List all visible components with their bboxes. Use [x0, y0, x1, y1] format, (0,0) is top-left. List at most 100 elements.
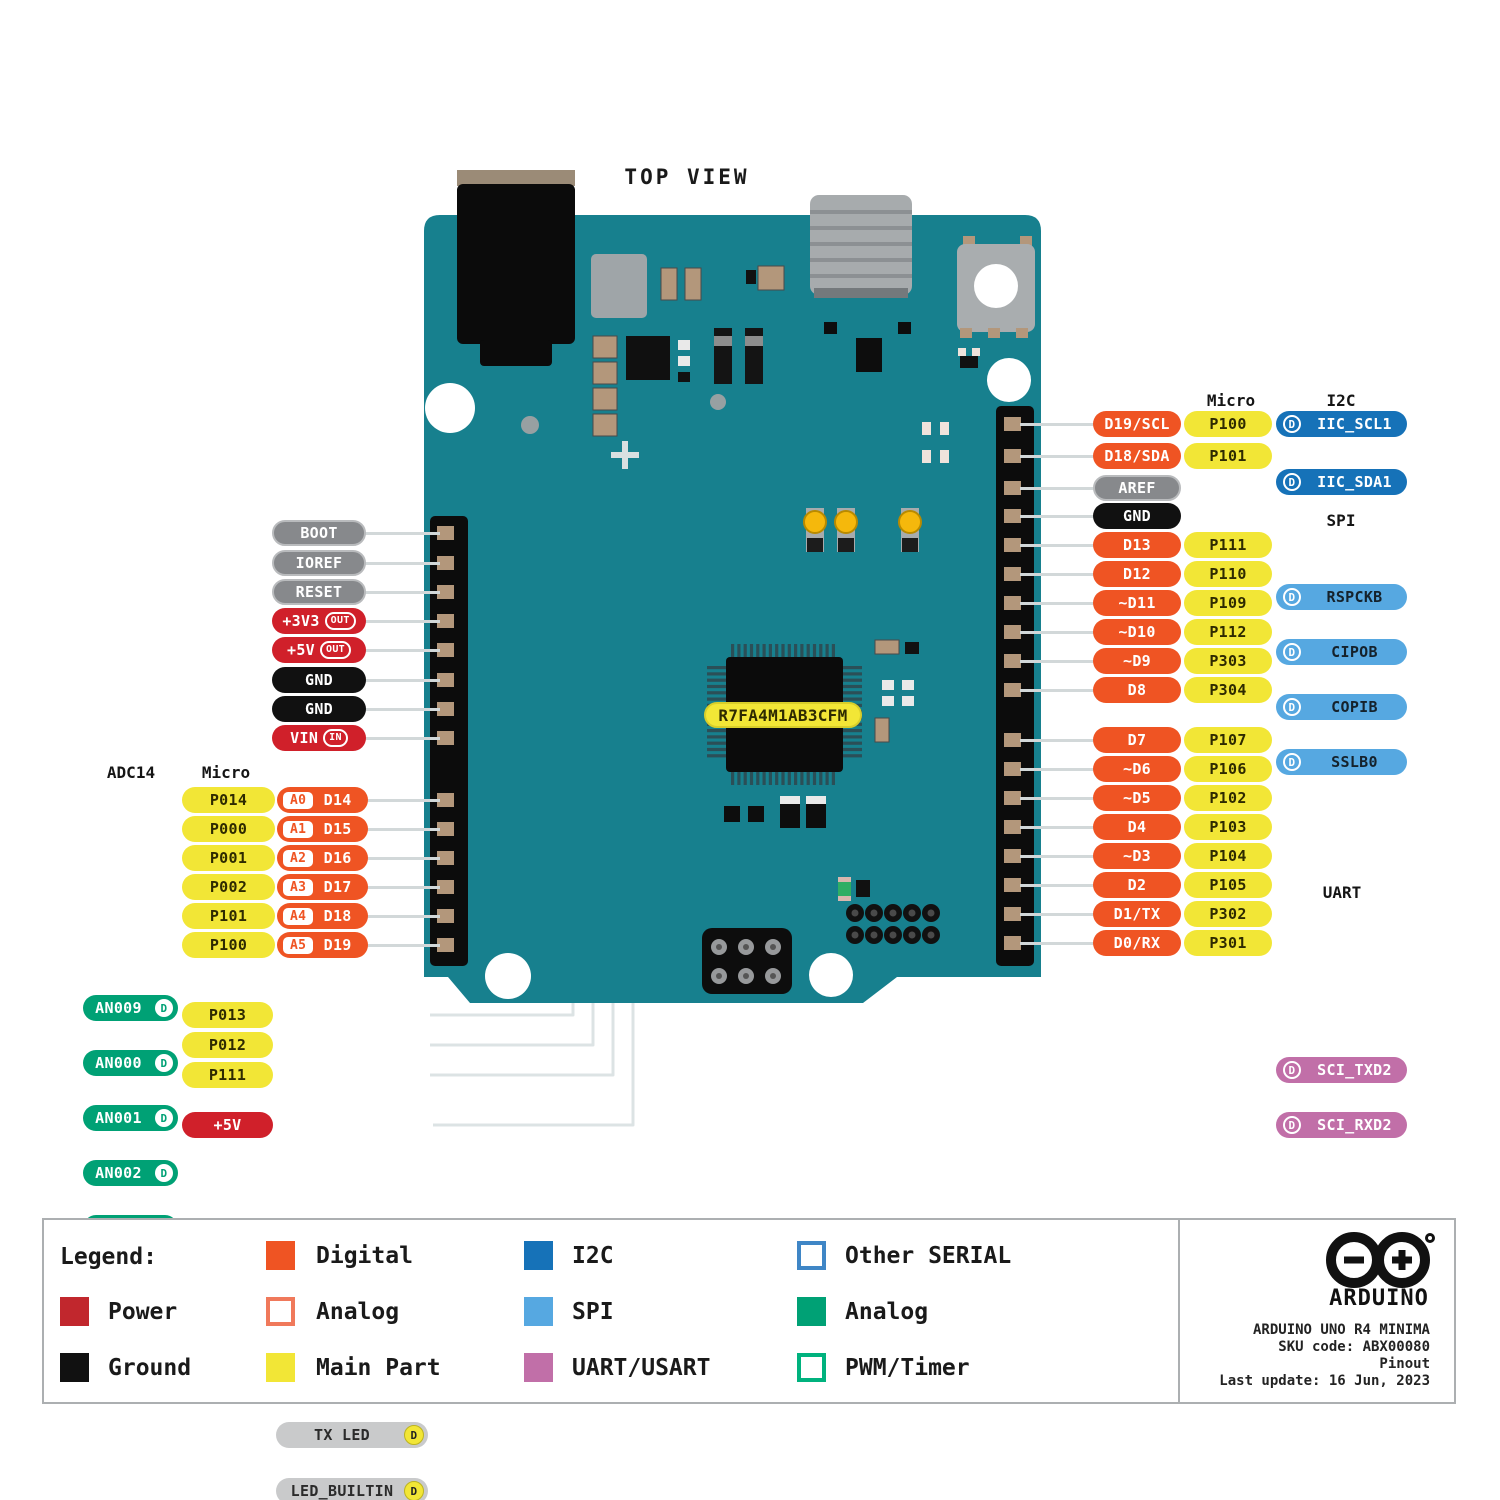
micro-pin-label: P107 [1184, 727, 1272, 753]
legend-swatch [60, 1353, 89, 1382]
silkscreen-marks [611, 441, 639, 469]
digital-pin-text: D15 [323, 820, 352, 838]
micro-pin-text: P304 [1209, 681, 1247, 699]
micro-pin-label: P013 [182, 1002, 273, 1028]
mounting-holes [425, 358, 1031, 999]
analog-digital-label: A1 D15 [277, 816, 368, 842]
legend-swatch [60, 1297, 89, 1326]
micro-pin-label: P303 [1184, 648, 1272, 674]
pin-label: BOOT [272, 520, 366, 546]
pin-label: D13 [1093, 532, 1181, 558]
micro-pin-label: P110 [1184, 561, 1272, 587]
analog-channel-text: AN001 [95, 1109, 142, 1127]
micro-pin-text: P107 [1209, 731, 1247, 749]
icsp-header [702, 928, 792, 994]
callout-line [1020, 825, 1096, 829]
micro-pin-label: P111 [182, 1062, 273, 1088]
micro-pin-text: P111 [1209, 536, 1247, 554]
micro-left-column-header: Micro [201, 763, 251, 782]
micro-pin-text: P102 [1209, 789, 1247, 807]
callout-line [1020, 601, 1096, 605]
callout-line [1020, 514, 1096, 518]
callout-line [1020, 854, 1096, 858]
callout-line [1020, 486, 1096, 490]
analog-pin-text: A5 [283, 936, 314, 954]
analog-pin-text: A1 [283, 820, 314, 838]
micro-pin-text: P013 [208, 1006, 247, 1024]
d-badge-icon: D [155, 1054, 173, 1072]
d-badge-icon: D [1283, 753, 1301, 771]
micro-pin-text: P109 [1209, 594, 1247, 612]
analog-pin-text: A0 [283, 791, 314, 809]
pin-label-text: D12 [1123, 565, 1151, 583]
pin-label: D12 [1093, 561, 1181, 587]
direction-badge: OUT [320, 641, 351, 659]
d-badge-icon: D [1283, 643, 1301, 661]
bus-signal-text: IIC_SDA1 [1317, 473, 1392, 491]
bus-signal-text: COPIB [1331, 698, 1378, 716]
debug-header [846, 904, 940, 944]
micro-pin-label: P000 [182, 816, 275, 842]
analog-pin-text: A4 [283, 907, 314, 925]
callout-line [366, 914, 440, 918]
pin-label-text: D8 [1127, 681, 1147, 699]
pin-label: D18/SDA [1093, 443, 1181, 469]
callout-line [364, 561, 440, 565]
pin-label-text: ~D10 [1118, 623, 1156, 641]
board-leds [803, 508, 922, 901]
micro-pin-label: P106 [1184, 756, 1272, 782]
pin-label: ~D9 [1093, 648, 1181, 674]
legend-label: Digital [316, 1242, 413, 1269]
legend-swatch [797, 1241, 826, 1270]
legend-swatch [797, 1297, 826, 1326]
micro-pin-label: P104 [1184, 843, 1272, 869]
pin-label: ~D5 [1093, 785, 1181, 811]
d-badge-icon: D [155, 1109, 173, 1127]
micro-pin-text: P104 [1209, 847, 1247, 865]
left-header [430, 516, 468, 966]
led-badge-icon: D [404, 1481, 424, 1500]
direction-badge: OUT [324, 612, 356, 630]
pin-label-text: D7 [1127, 731, 1147, 749]
pin-label-text: D4 [1127, 818, 1147, 836]
pin-label: D1/TX [1093, 901, 1181, 927]
d-badge-icon: D [155, 1164, 173, 1182]
callout-line [364, 531, 440, 535]
pin-label: D19/SCL [1093, 411, 1181, 437]
legend-swatch [266, 1353, 295, 1382]
callout-line [1020, 883, 1096, 887]
micro-pin-text: P301 [1209, 934, 1247, 952]
micro-pin-text: P001 [209, 849, 248, 867]
led-name-text: LED_BUILTIN [290, 1482, 394, 1500]
pin-label-text: BOOT [300, 524, 338, 542]
legend-label: Analog [845, 1298, 929, 1325]
reset-button [957, 236, 1035, 338]
arduino-wordmark: ARDUINO [1329, 1286, 1429, 1311]
pin-label: D4 [1093, 814, 1181, 840]
micro-pin-text: P103 [1209, 818, 1247, 836]
pin-label: D8 [1093, 677, 1181, 703]
i2c-group-header: I2C [1326, 391, 1356, 410]
pcb-board [424, 215, 1041, 1003]
rx-led [803, 508, 827, 552]
micro-pin-label: P012 [182, 1032, 273, 1058]
d-badge-icon: D [1283, 698, 1301, 716]
micro-pin-label: P014 [182, 787, 275, 813]
led-name-label: LED_BUILTIN D [276, 1478, 428, 1500]
legend-swatch [524, 1297, 553, 1326]
pin-label: D2 [1093, 872, 1181, 898]
right-header [996, 406, 1034, 966]
micro-pin-label: P002 [182, 874, 275, 900]
analog-pin-text: A3 [283, 878, 314, 896]
micro-pin-text: P101 [209, 907, 248, 925]
micro-pin-label: P105 [1184, 872, 1272, 898]
micro-pin-label: P100 [1184, 411, 1272, 437]
